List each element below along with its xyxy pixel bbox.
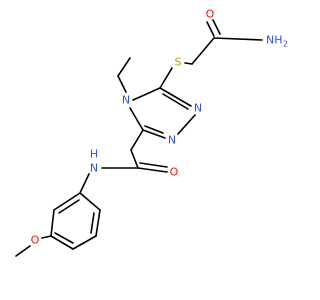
bond-camide-o-2 [139, 162, 168, 168]
bond-c-nh2 [213, 37, 263, 41]
bond-ch2-camide [130, 149, 139, 169]
bond-camide-o-1 [137, 167, 168, 173]
bond-co-top-1 [206, 21, 215, 37]
bond-n1-c3-1 [142, 129, 166, 139]
atom-S: S [175, 56, 182, 69]
bond-c-ch2 [191, 37, 215, 65]
bond-o-ch3 [15, 245, 31, 257]
atom-O-amide-top: O [206, 8, 215, 21]
bond-n1-c3-2 [144, 125, 164, 134]
bond-ph-3 [72, 235, 97, 250]
bond-s-c5 [159, 67, 173, 89]
bond-ph-4b [54, 232, 74, 244]
atom-O-methoxy: O [31, 234, 40, 247]
bond-ph-o [41, 235, 52, 239]
bond-ch2-ch3 [117, 57, 131, 77]
bond-n-ph [79, 173, 90, 194]
bond-c5-n4 [132, 87, 161, 101]
atom-N-amide: N [90, 162, 98, 175]
bond-ph-2 [95, 209, 101, 237]
bond-n4-ch2 [117, 75, 127, 93]
bonds [15, 19, 263, 257]
bond-ph-6 [53, 192, 81, 211]
atom-NH2: NH [266, 34, 283, 47]
bond-c3-ch2 [130, 129, 144, 151]
molecule-structure: O NH 2 S N N N H N O O [15, 8, 288, 257]
bond-c5-n2-1 [159, 87, 192, 107]
bond-ch2-s [184, 62, 193, 65]
atom-N4: N [122, 94, 130, 107]
bond-ph-1 [79, 192, 101, 211]
bond-co-top-2 [212, 19, 221, 35]
atom-labels: O NH 2 S N N N H N O O [31, 8, 288, 247]
bond-ph-4 [50, 235, 74, 250]
atom-O-amide-mid: O [170, 166, 179, 179]
bond-ph-2b [90, 212, 95, 234]
bond-c5-n2-2 [162, 93, 189, 110]
bond-ph-5 [50, 209, 55, 237]
atom-N2: N [194, 102, 202, 115]
atom-N1: N [168, 134, 176, 147]
bond-c3-n4 [129, 107, 144, 131]
bond-n2-n1 [177, 114, 196, 135]
atom-NH2-subscript: 2 [283, 40, 288, 49]
bond-ph-6b [58, 199, 80, 214]
atom-NH-hydrogen: H [90, 148, 98, 161]
